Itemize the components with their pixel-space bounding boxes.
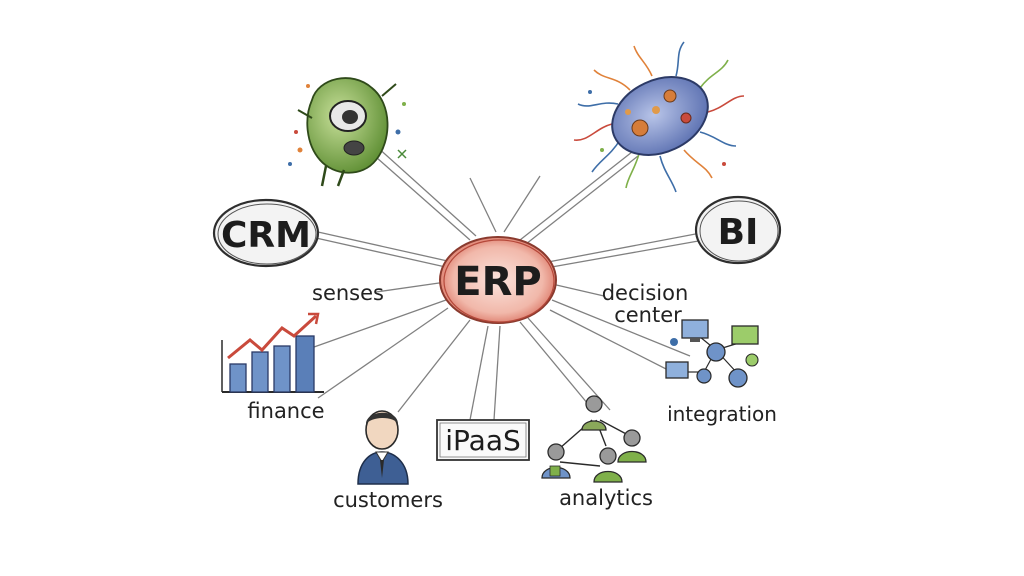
finance-label: finance (247, 399, 324, 423)
connector-bi (547, 231, 707, 263)
connector-monster (367, 149, 471, 241)
connector-monster-2 (375, 145, 477, 237)
connector-analytics (519, 321, 589, 405)
bacteria-icon (573, 41, 745, 193)
ipaas-label: iPaaS (445, 424, 521, 457)
connector-lines (299, 145, 707, 421)
connector-senses (375, 281, 447, 293)
bi-node[interactable]: BI (694, 195, 782, 265)
erp-node[interactable]: ERP (439, 236, 557, 324)
bar-chart-icon (221, 312, 324, 393)
connector-crm-2 (315, 237, 451, 269)
crm-label: CRM (221, 215, 311, 256)
team-network-icon (541, 395, 647, 483)
senses-label: senses (312, 281, 384, 305)
analytics-label: analytics (559, 486, 653, 510)
connector-finance-2 (317, 307, 449, 399)
connector-top-2 (503, 175, 541, 233)
connector-finance (299, 299, 447, 353)
integration-label: integration (667, 402, 777, 426)
connector-analytics-2 (527, 317, 611, 411)
connector-ipaas-2 (493, 325, 501, 421)
green-creature-icon (288, 77, 407, 187)
connector-ipaas (469, 325, 489, 421)
decision-label-line2: center (614, 303, 682, 327)
customers-label: customers (333, 488, 443, 512)
connector-top (469, 177, 497, 233)
connector-integration (551, 299, 691, 357)
crm-node[interactable]: CRM (212, 198, 320, 268)
connector-crm (317, 231, 453, 263)
decision-label-line1: decision (602, 281, 689, 305)
businessman-icon (357, 410, 409, 485)
bi-label: BI (718, 212, 759, 253)
connector-integration-2 (549, 309, 673, 373)
connector-customers (397, 319, 471, 413)
erp-label: ERP (454, 259, 541, 305)
ipaas-node[interactable]: iPaaS (436, 419, 530, 461)
connector-bacteria (519, 151, 633, 241)
connector-decision (551, 283, 605, 297)
connector-bacteria-2 (525, 155, 639, 245)
connected-devices-icon (665, 319, 759, 388)
connector-bi-2 (545, 239, 705, 269)
